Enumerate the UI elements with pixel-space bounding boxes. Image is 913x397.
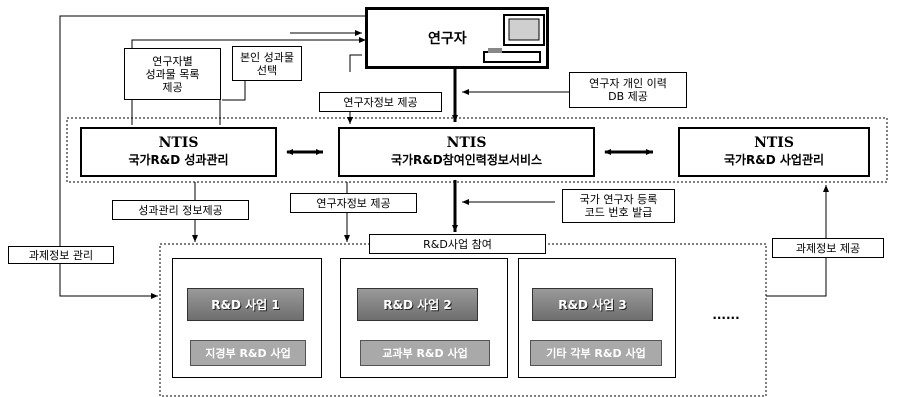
ntis-participation-box: NTIS 국가R&D참여인력정보서비스	[338, 127, 595, 177]
ntis-participation-subtitle: 국가R&D참여인력정보서비스	[391, 152, 542, 169]
ntis-performance-box: NTIS 국가R&D 성과관리	[80, 127, 277, 177]
ntis-business-title: NTIS	[754, 135, 794, 152]
ntis-performance-subtitle: 국가R&D 성과관리	[128, 152, 228, 169]
output-list-label: 연구자별 성과물 목록 제공	[124, 48, 221, 100]
ntis-business-box: NTIS 국가R&D 사업관리	[678, 127, 870, 177]
ministry-3-label: 기타 각부 R&D 사업	[530, 340, 662, 366]
researcher-info-top-label: 연구자정보 제공	[319, 92, 442, 112]
more-businesses-ellipsis: ......	[706, 308, 746, 322]
select-output-label: 본인 성과물 선택	[232, 46, 302, 81]
personal-history-db-label: 연구자 개인 이력 DB 제공	[569, 72, 687, 108]
task-info-mgmt-label: 과제정보 관리	[8, 246, 114, 264]
performance-info-label: 성과관리 정보제공	[112, 200, 249, 220]
task-info-provide-label: 과제정보 제공	[772, 238, 884, 258]
ntis-participation-title: NTIS	[447, 135, 487, 152]
business-3-block: R&D 사업 3	[532, 288, 653, 321]
ntis-business-subtitle: 국가R&D 사업관리	[724, 152, 824, 169]
ministry-2-label: 교과부 R&D 사업	[360, 340, 490, 366]
researcher-info-mid-label: 연구자정보 제공	[290, 193, 417, 213]
ministry-1-label: 지경부 R&D 사업	[190, 340, 306, 366]
participation-header: R&D사업 참여	[369, 234, 546, 254]
business-2-block: R&D 사업 2	[357, 288, 478, 321]
code-number-label: 국가 연구자 등록 코드 번호 발급	[562, 189, 675, 223]
researcher-label: 연구자	[428, 28, 467, 48]
ntis-performance-title: NTIS	[159, 135, 199, 152]
computer-icon	[482, 14, 548, 66]
business-1-block: R&D 사업 1	[187, 288, 304, 321]
